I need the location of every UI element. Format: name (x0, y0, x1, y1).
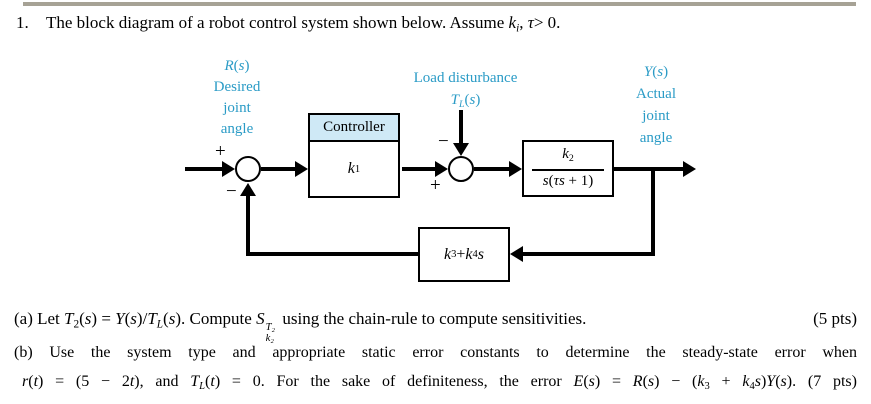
output-line (614, 167, 684, 171)
problem-title: The block diagram of a robot control sys… (46, 13, 561, 35)
feedback-left-line (246, 252, 418, 256)
fraction-bar (532, 168, 604, 171)
output-label-line2: Actual (636, 86, 676, 102)
plant-denominator: s(τs + 1) (542, 172, 594, 189)
output-signal-symbol: Y(s) (643, 64, 669, 80)
plant-input-line (474, 167, 510, 171)
sum1-minus-sign: − (226, 181, 237, 202)
input-arrowhead (222, 161, 235, 177)
output-signal-label: Y(s) Actual joint angle (611, 61, 701, 149)
problem-number: 1. (16, 13, 29, 32)
input-line (185, 167, 223, 171)
summing-junction-1 (235, 156, 261, 182)
controller-output-arrowhead (435, 161, 448, 177)
feedback-up-line (246, 196, 250, 256)
question-b-line1: (b) Use the system type and appropriate … (14, 344, 857, 361)
feedback-sum-arrowhead (240, 183, 256, 196)
disturbance-label-line1: Load disturbance (413, 70, 518, 86)
question-a-points: (5 pts) (813, 309, 857, 328)
disturbance-arrowhead (453, 143, 469, 156)
output-label-line3: joint (642, 108, 670, 124)
error-line (261, 167, 296, 171)
output-arrowhead (683, 161, 696, 177)
disturbance-line (459, 110, 463, 144)
controller-output-line (402, 167, 436, 171)
plant-numerator: k2 (562, 146, 574, 164)
feedback-branch-line (651, 167, 655, 256)
input-signal-label: R(s) Desired joint angle (192, 56, 282, 140)
output-label-line4: angle (639, 130, 673, 146)
disturbance-label: Load disturbance TL(s) (383, 67, 548, 116)
sum1-plus-sign: + (215, 141, 226, 162)
input-label-line2: Desired (213, 79, 261, 95)
feedback-right-line (523, 252, 655, 256)
error-arrowhead (295, 161, 308, 177)
sum2-plus-sign: + (430, 175, 441, 196)
plant-block: k2 s(τs + 1) (522, 140, 614, 197)
input-label-line3: joint (223, 100, 251, 116)
plant-input-arrowhead (509, 161, 522, 177)
question-b-line2: r(t) = (5 − 2t), and TL(t) = 0. For the … (22, 373, 857, 393)
top-divider-bar (23, 2, 856, 6)
block-diagram: R(s) Desired joint angle Load disturbanc… (185, 56, 701, 282)
sum2-minus-sign: − (438, 131, 449, 152)
input-label-line4: angle (220, 121, 254, 137)
summing-junction-2 (448, 156, 474, 182)
feedback-block-arrowhead (510, 246, 523, 262)
disturbance-signal-symbol: TL(s) (450, 92, 481, 110)
controller-block-header: Controller (310, 115, 398, 142)
plant-transfer-function: k2 s(τs + 1) (524, 142, 612, 190)
input-signal-symbol: R(s) (224, 58, 250, 74)
